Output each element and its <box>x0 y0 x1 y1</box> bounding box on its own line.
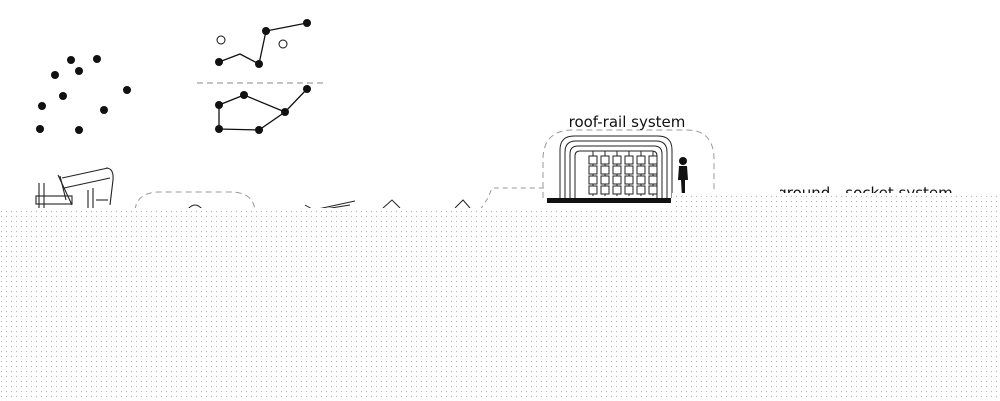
ground-platform <box>547 198 671 203</box>
ground-socket-label: ground - socket system <box>777 184 953 202</box>
scattered-dots-cluster <box>36 55 131 134</box>
person-silhouette <box>678 157 688 198</box>
roof-rail-frame <box>559 135 673 198</box>
roof-rail-label: roof-rail system <box>569 113 686 131</box>
structure-sketch-left <box>35 167 114 208</box>
dashed-region-middle <box>134 187 545 211</box>
dotted-overlay <box>0 193 1000 401</box>
roof-rail-region-outline <box>542 129 715 198</box>
hanging-modules <box>588 151 658 196</box>
connected-network-top <box>215 19 311 68</box>
connected-network-bottom <box>215 85 311 134</box>
